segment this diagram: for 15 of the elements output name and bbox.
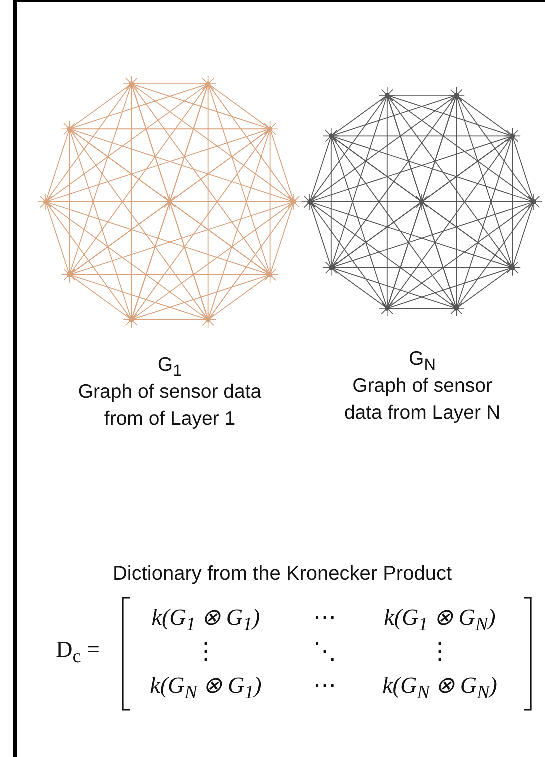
matrix-symbol: D$_{c}$ =: [56, 637, 100, 669]
matrix-entry: ⋱: [314, 638, 336, 665]
matrix-entry: ⋯: [314, 672, 336, 699]
graph-caption: Graph of sensor data from Layer N: [343, 374, 502, 426]
matrix-entry: k(G$_{N}$ ⊗ G$_{1}$): [150, 672, 262, 705]
matrix-entry: k(G$_{N}$ ⊗ G$_{N}$): [382, 672, 498, 705]
matrix-entry: k(G$_{1}$ ⊗ G$_{1}$): [152, 604, 260, 637]
matrix-entry: ⋯: [314, 604, 336, 631]
graph-caption: Graph of sensor data from of Layer 1: [77, 380, 263, 432]
graph-name: G$_{1}$: [156, 353, 184, 382]
graph-name: G$_{N}$: [408, 347, 437, 376]
matrix-entry: k(G$_{1}$ ⊗ G$_{N}$): [384, 604, 496, 637]
section-heading: Dictionary from the Kronecker Product: [112, 563, 454, 586]
matrix-entry: ⋮: [428, 638, 452, 665]
matrix-entry: ⋮: [194, 638, 218, 665]
